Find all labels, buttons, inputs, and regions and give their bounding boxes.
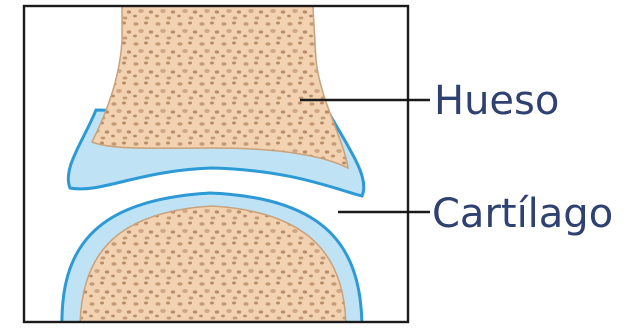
cartilage-label: Cartílago — [432, 191, 613, 237]
upper-bone — [92, 0, 348, 168]
bone-label: Hueso — [434, 78, 559, 124]
